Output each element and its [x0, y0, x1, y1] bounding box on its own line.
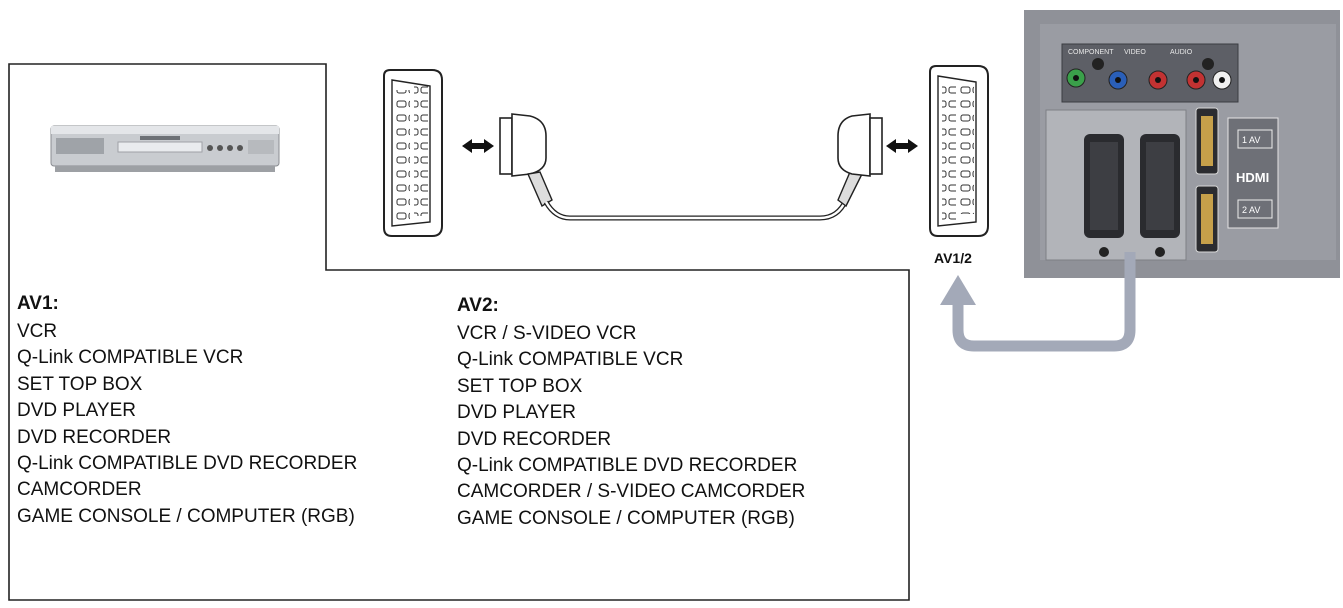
list-item: DVD PLAYER	[457, 402, 576, 424]
av1-compatible-list: AV1: VCR Q-Link COMPATIBLE VCR SET TOP B…	[17, 293, 357, 530]
component-label: COMPONENT	[1068, 49, 1114, 56]
av1-items: VCR Q-Link COMPATIBLE VCR SET TOP BOX DV…	[17, 319, 357, 530]
double-arrow-right-icon	[886, 139, 918, 153]
list-item: GAME CONSOLE / COMPUTER (RGB)	[17, 505, 355, 527]
list-item: DVD RECORDER	[17, 426, 172, 448]
list-item: SET TOP BOX	[457, 375, 583, 397]
list-item: CAMCORDER / S-VIDEO CAMCORDER	[457, 481, 806, 503]
vcr-device	[50, 125, 280, 172]
list-item: VCR / S-VIDEO VCR	[457, 323, 637, 344]
video-label: VIDEO	[1124, 49, 1146, 56]
scart-socket-right	[929, 65, 989, 237]
list-item: VCR	[17, 321, 58, 342]
list-item: Q-Link COMPATIBLE DVD RECORDER	[17, 453, 358, 475]
port-label-av12: AV1/2	[934, 250, 972, 266]
list-item: CAMCORDER	[17, 479, 142, 501]
list-item: GAME CONSOLE / COMPUTER (RGB)	[457, 507, 795, 529]
device-outline-box	[8, 63, 910, 601]
list-item: Q-Link COMPATIBLE VCR	[17, 347, 244, 369]
av1-heading: AV1:	[17, 293, 59, 314]
pointer-arrow-head-icon	[940, 275, 976, 305]
list-item: Q-Link COMPATIBLE DVD RECORDER	[457, 455, 798, 477]
hdmi1-label: 1 AV	[1242, 135, 1260, 145]
scart-plug-right	[837, 113, 883, 208]
tv-back-panel: COMPONENT VIDEO AUDIO 1 AV HDMI	[1024, 10, 1340, 278]
hdmi2-label: 2 AV	[1242, 205, 1260, 215]
av2-heading: AV2:	[457, 295, 499, 316]
double-arrow-left-icon	[462, 139, 494, 153]
scart-socket-left	[383, 69, 443, 237]
hdmi-label: HDMI	[1236, 170, 1269, 185]
scart-cable	[543, 198, 849, 221]
list-item: Q-Link COMPATIBLE VCR	[457, 349, 684, 371]
pointer-arrow	[952, 252, 1136, 352]
list-item: SET TOP BOX	[17, 373, 143, 395]
av2-compatible-list: AV2: VCR / S-VIDEO VCR Q-Link COMPATIBLE…	[457, 295, 805, 532]
audio-label: AUDIO	[1170, 49, 1193, 56]
scart-plug-left	[499, 113, 553, 208]
list-item: DVD RECORDER	[457, 428, 612, 450]
av2-items: VCR / S-VIDEO VCR Q-Link COMPATIBLE VCR …	[457, 321, 805, 532]
list-item: DVD PLAYER	[17, 400, 136, 422]
